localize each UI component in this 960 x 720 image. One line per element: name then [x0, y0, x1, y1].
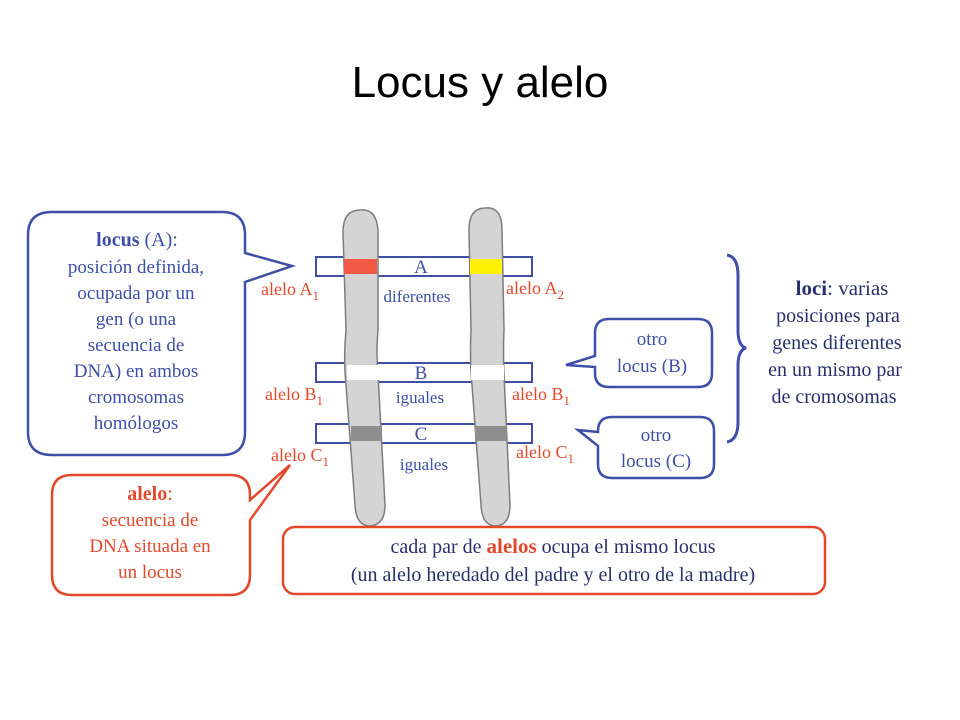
- band-a-note: diferentes: [383, 287, 450, 306]
- otro-locus-c-bubble: otro locus (C): [573, 415, 716, 480]
- locus-bubble-line: cromosomas: [88, 387, 184, 408]
- locus-bubble-line: posición definida,: [68, 257, 204, 278]
- loci-curly-brace: [726, 253, 747, 444]
- locus-bubble-line: secuencia de: [88, 335, 185, 356]
- locus-bubble-line: gen (o una: [96, 309, 177, 330]
- otro-locus-b-shape: [565, 317, 714, 389]
- locus-a-left-band: [344, 259, 377, 274]
- locus-c-right-band: [475, 426, 507, 441]
- otro-locus-b-bubble: otro locus (B): [565, 317, 714, 389]
- alelos-summary-line2: (un alelo heredado del padre y el otro d…: [351, 564, 755, 586]
- band-b-outline: [315, 362, 533, 383]
- alelo-bubble-line: DNA situada en: [89, 536, 211, 557]
- alelos-summary-line1: cada par de alelos ocupa el mismo locus: [390, 534, 715, 558]
- loci-line: genes diferentes: [772, 332, 902, 354]
- locus-bubble-shape: [26, 210, 297, 457]
- band-b-note: iguales: [396, 388, 444, 407]
- allele-c1-left-label: alelo C1: [271, 445, 329, 469]
- locus-b-right-band: [471, 365, 504, 380]
- chromosome-left: [342, 209, 386, 527]
- locus-bubble-heading: locus (A):: [96, 229, 178, 251]
- alelos-summary-box: cada par de alelos ocupa el mismo locus …: [281, 525, 827, 596]
- loci-line: posiciones para: [776, 305, 900, 327]
- locus-bubble-line: ocupada por un: [77, 283, 195, 304]
- loci-text: loci: varias posiciones para genes difer…: [768, 276, 902, 408]
- allele-a2-label: alelo A2: [506, 278, 564, 302]
- allele-b1-left-label: alelo B1: [265, 384, 323, 408]
- otro-locus-c-line2: locus (C): [621, 451, 691, 472]
- alelos-summary-frame: [281, 525, 827, 596]
- band-a-outline: [315, 256, 533, 277]
- slide-title: Locus y alelo: [351, 58, 609, 107]
- band-c-outline: [315, 423, 533, 444]
- locus-c-left-band: [351, 426, 382, 441]
- allele-b1-right-label: alelo B1: [512, 384, 570, 408]
- locus-b-left-band: [347, 365, 380, 380]
- allele-a1-label: alelo A1: [261, 279, 319, 303]
- loci-line: de cromosomas: [772, 386, 897, 408]
- band-c-note: iguales: [400, 455, 448, 474]
- alelo-bubble: alelo: secuencia de DNA situada en un lo…: [50, 464, 292, 597]
- otro-locus-c-shape: [573, 415, 716, 480]
- alelo-bubble-heading: alelo:: [127, 483, 173, 505]
- locus-bubble: locus (A): posición definida, ocupada po…: [26, 210, 297, 457]
- alelo-bubble-line: secuencia de: [102, 510, 199, 531]
- locus-a-right-band: [470, 259, 502, 274]
- band-b-letter: B: [415, 363, 428, 384]
- otro-locus-c-line1: otro: [641, 425, 672, 446]
- otro-locus-b-line1: otro: [637, 329, 668, 350]
- allele-c1-right-label: alelo C1: [516, 442, 574, 466]
- chromosome-right: [468, 207, 511, 527]
- loci-line: en un mismo par: [768, 359, 902, 381]
- otro-locus-b-line2: locus (B): [617, 356, 687, 377]
- alelo-bubble-line: un locus: [118, 562, 182, 583]
- band-a-letter: A: [414, 257, 428, 278]
- band-c-letter: C: [415, 424, 428, 445]
- locus-bubble-line: homólogos: [94, 413, 178, 434]
- loci-heading: loci: varias: [796, 276, 889, 300]
- locus-bubble-line: DNA) en ambos: [74, 361, 199, 382]
- alelo-bubble-shape: [50, 464, 292, 597]
